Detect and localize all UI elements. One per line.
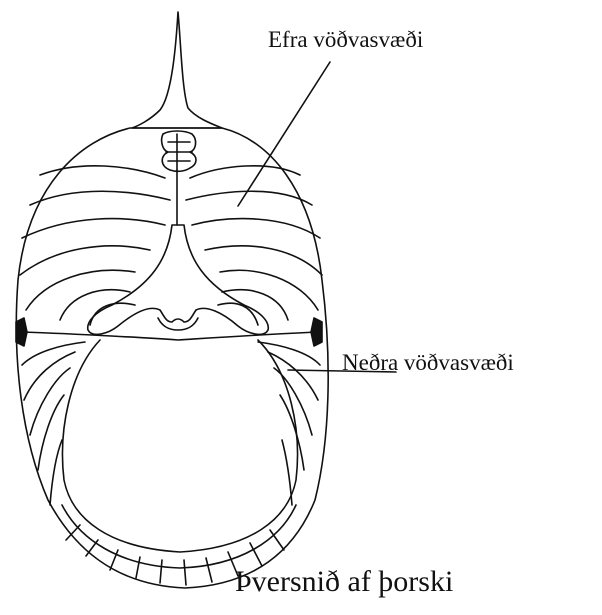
myotomes-upper-left: [20, 166, 170, 325]
figure-caption: Þversnið af þorski: [235, 567, 453, 597]
myotomes-lower-left: [22, 342, 85, 505]
vertebra: [162, 131, 196, 171]
body-cavity: [63, 340, 298, 552]
label-lower-muscle-zone: Neðra vöðvasvæði: [342, 351, 514, 374]
horizontal-septum: [22, 332, 318, 340]
pointer-line-upper: [238, 62, 330, 206]
myotomes-upper-right: [186, 166, 322, 325]
myotomes-lower-right: [258, 342, 320, 505]
lateral-mark-left: [16, 318, 27, 346]
lateral-mark-right: [311, 318, 322, 346]
body-cavity-spine: [88, 225, 269, 334]
dorsal-fin: [132, 12, 222, 128]
label-upper-muscle-zone: Efra vöðvasvæði: [268, 28, 423, 51]
